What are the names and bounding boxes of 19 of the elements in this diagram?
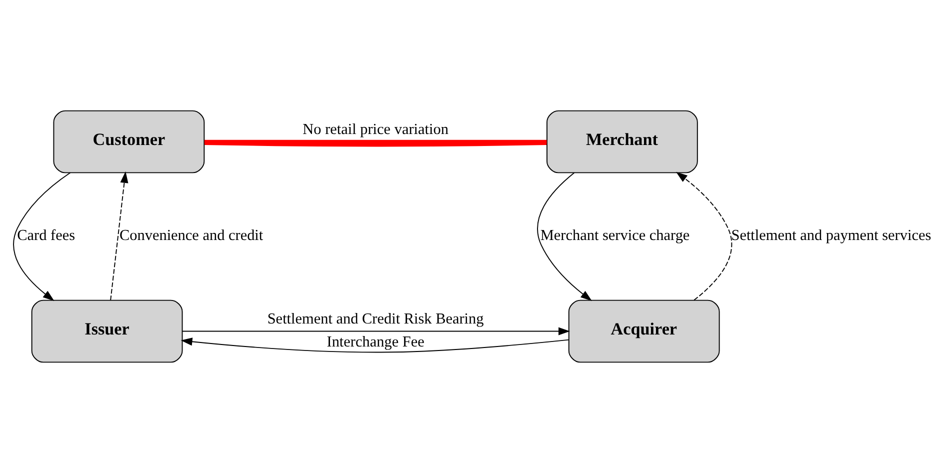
arrow [537,172,592,300]
arrow [180,337,570,352]
arrow [110,170,128,300]
connector [204,139,547,144]
edge-label: Card fees [17,226,76,244]
arrow [676,171,732,300]
node-box: Issuer [31,299,183,362]
connector [204,140,547,146]
node-box: Acquirer [568,299,720,362]
edge-label: Interchange Fee [326,332,424,350]
arrow [13,172,71,300]
node-box: Merchant [546,110,698,173]
edge-label: Convenience and credit [119,226,264,244]
edge-label: Settlement and payment services [731,226,932,244]
edge-label: Merchant service charge [540,226,690,244]
node-box: Customer [53,110,205,173]
edge-label: No retail price variation [302,120,448,138]
arrow [182,326,570,335]
edge-label: Settlement and Credit Risk Bearing [267,310,484,327]
